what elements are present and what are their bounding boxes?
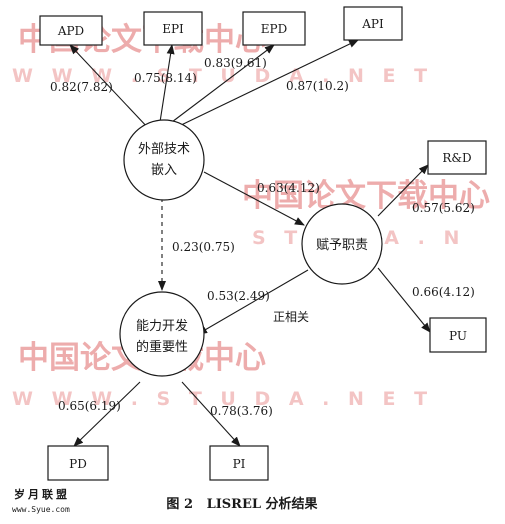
label-epi: 0.75(8.14) xyxy=(134,71,197,85)
edge-capability-pi xyxy=(181,381,241,447)
edge-external-api xyxy=(174,39,359,129)
site-logo-name: 岁月联盟 xyxy=(14,487,70,501)
indicator-rd: R&D xyxy=(427,140,487,175)
indicator-pd: PD xyxy=(47,445,109,481)
indicator-api-label: API xyxy=(361,17,384,31)
edge-empower-pu xyxy=(377,267,431,333)
edge-empower-rd xyxy=(377,164,429,217)
label-external-capability: 0.23(0.75) xyxy=(172,240,235,254)
latent-empower: 赋予职责 xyxy=(301,203,383,285)
label-api: 0.87(10.2) xyxy=(286,79,349,93)
label-epd: 0.83(9.61) xyxy=(204,56,267,70)
edge-capability-pd xyxy=(73,381,141,447)
edges xyxy=(69,39,431,447)
site-logo-url: www.Syue.com xyxy=(12,505,70,514)
label-apd: 0.82(7.82) xyxy=(50,80,113,94)
site-logo: 岁月联盟 www.Syue.com xyxy=(12,487,70,514)
indicator-pu: PU xyxy=(429,317,487,353)
indicator-pd-label: PD xyxy=(69,457,87,471)
latent-capability-line2: 的重要性 xyxy=(136,339,188,355)
watermark-url-bottom: W W W . S T U D A . N E T xyxy=(12,388,433,410)
indicator-epd-label: EPD xyxy=(261,22,287,36)
edge-external-epd xyxy=(167,44,275,126)
edge-external-apd xyxy=(69,44,151,131)
latent-capability-line1: 能力开发 xyxy=(136,318,188,334)
indicator-pu-label: PU xyxy=(449,329,467,343)
label-external-empower: 0.63(4.12) xyxy=(257,181,320,195)
indicator-pi-label: PI xyxy=(233,457,246,471)
indicator-rd-label: R&D xyxy=(442,151,471,165)
edge-external-epi xyxy=(159,44,175,123)
label-pi: 0.78(3.76) xyxy=(210,404,273,418)
label-pd: 0.65(6.19) xyxy=(58,399,121,413)
indicator-api: API xyxy=(343,6,403,41)
label-pu: 0.66(4.12) xyxy=(412,285,475,299)
indicator-apd-label: APD xyxy=(57,24,84,38)
indicator-epi-label: EPI xyxy=(162,22,184,36)
figure-caption: 图 2 LISREL 分析结果 xyxy=(166,496,317,512)
label-empower-capability: 0.53(2.49) xyxy=(207,289,270,303)
edge-external-empower xyxy=(203,171,305,226)
indicator-pi: PI xyxy=(209,445,269,481)
label-rd: 0.57(5.62) xyxy=(412,201,475,215)
indicator-epd: EPD xyxy=(242,11,306,46)
label-positive-correlation: 正相关 xyxy=(273,310,309,324)
edge-empower-capability xyxy=(197,269,309,335)
latent-external-line2: 嵌入 xyxy=(151,163,177,178)
latent-external-line1: 外部技术 xyxy=(138,142,190,157)
latent-capability-importance: 能力开发 的重要性 xyxy=(119,291,205,377)
indicator-apd: APD xyxy=(39,15,103,46)
watermark-cn-middle: 中国论文下载中心 xyxy=(242,178,490,214)
latent-empower-label: 赋予职责 xyxy=(316,238,368,253)
path-labels: 0.82(7.82) 0.75(8.14) 0.83(9.61) 0.87(10… xyxy=(50,56,475,418)
indicator-epi: EPI xyxy=(143,11,203,46)
latent-external-embedding: 外部技术 嵌入 xyxy=(123,119,205,201)
watermark-url-top: W W W . S T U D A . N E T xyxy=(12,65,433,87)
